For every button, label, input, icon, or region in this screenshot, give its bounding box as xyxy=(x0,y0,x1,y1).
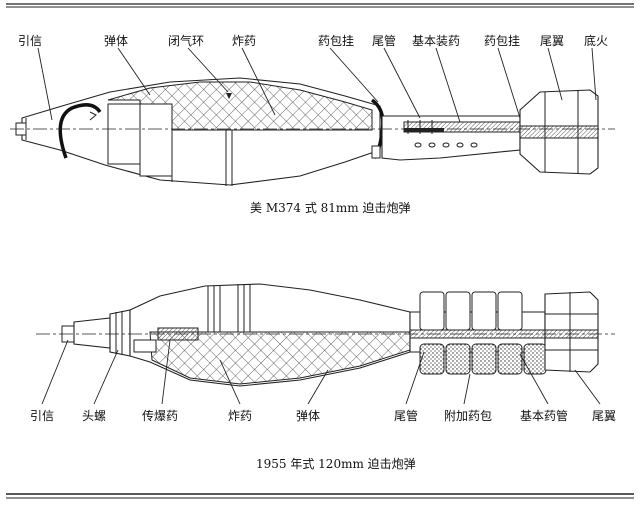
label-charge-holder-left-81mm: 药包挂 xyxy=(318,34,354,48)
label-tail-tube-81mm: 尾管 xyxy=(372,33,396,48)
label-body-120mm: 弹体 xyxy=(296,409,320,423)
label-head-screw-120mm: 头螺 xyxy=(82,409,106,423)
label-tail-fin-120mm: 尾翼 xyxy=(592,409,616,423)
diagram-81mm: 引信 弹体 闭气环 炸药 药包挂 尾管 基本装药 药包挂 尾翼 底火 美 M37… xyxy=(10,33,615,215)
label-extra-charge-120mm: 附加药包 xyxy=(444,409,492,423)
booster-block-81mm xyxy=(107,103,141,165)
top-border xyxy=(6,3,634,8)
label-fuze-81mm: 引信 xyxy=(18,34,42,48)
label-tail-fin-81mm: 尾翼 xyxy=(540,34,564,48)
label-explosive-81mm: 炸药 xyxy=(232,34,256,48)
label-seal-ring-81mm: 闭气环 xyxy=(168,33,204,48)
caption-81mm: 美 M374 式 81mm 迫击炮弹 xyxy=(250,201,410,215)
label-body-81mm: 弹体 xyxy=(104,34,128,48)
label-base-charge-tube-120mm: 基本药管 xyxy=(520,408,568,423)
label-fuze-120mm: 引信 xyxy=(30,409,54,423)
bottom-border xyxy=(6,493,634,499)
caption-120mm: 1955 年式 120mm 迫击炮弹 xyxy=(256,457,416,471)
extra-charges-lower-120mm xyxy=(419,343,547,375)
label-charge-holder-right-81mm: 药包挂 xyxy=(484,34,520,48)
extra-charges-upper-120mm xyxy=(419,291,523,331)
label-booster-120mm: 传爆药 xyxy=(142,408,178,423)
label-tail-tube-120mm: 尾管 xyxy=(394,408,418,423)
head-screw-120mm xyxy=(109,309,131,357)
label-explosive-120mm: 炸药 xyxy=(228,409,252,423)
diagram-120mm: 引信 头螺 传爆药 炸药 弹体 尾管 附加药包 基本药管 尾翼 1955 年式 … xyxy=(30,283,616,471)
label-base-charge-81mm: 基本装药 xyxy=(412,34,460,48)
fuze-hook-81mm xyxy=(58,103,102,159)
label-primer-81mm: 底火 xyxy=(584,33,608,48)
tail-holes-81mm xyxy=(414,142,478,148)
